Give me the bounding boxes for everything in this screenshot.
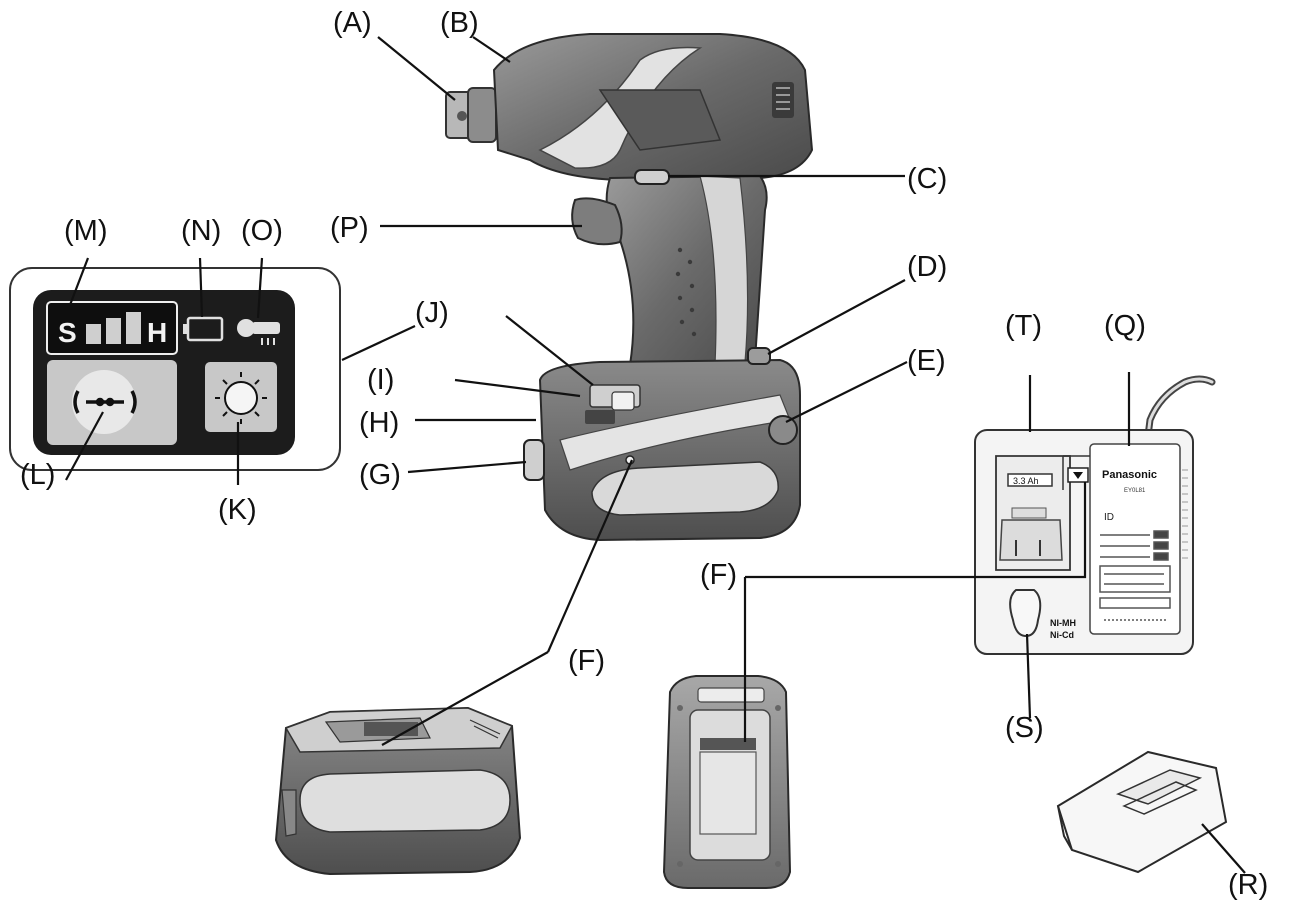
label-f-charger: (F) [700, 559, 737, 591]
torque-bar-1 [86, 324, 101, 344]
label-m: (M) [64, 215, 107, 247]
torque-bar-3 [126, 312, 141, 344]
label-l: (L) [20, 459, 55, 491]
label-j: (J) [415, 297, 449, 329]
label-f-battery: (F) [568, 645, 605, 677]
label-t: (T) [1005, 310, 1042, 342]
rear-vents [772, 82, 794, 118]
charger-model: EY0L81 [1124, 488, 1146, 494]
battery-release-button [524, 440, 544, 480]
label-i: (I) [367, 364, 394, 396]
label-s: (S) [1005, 712, 1044, 744]
led-light [769, 416, 797, 444]
slot-rating: 3.3 Ah [1013, 476, 1039, 486]
charger-id-mark: ID [1104, 512, 1114, 523]
label-o: (O) [241, 215, 283, 247]
torque-bar-2 [106, 318, 121, 344]
label-e: (E) [907, 345, 946, 377]
square-drive-anvil [446, 88, 496, 142]
battery-cover [1058, 752, 1226, 872]
charger-brand: Panasonic [1102, 469, 1157, 481]
slot-type-2: Ni-Cd [1050, 630, 1074, 640]
label-a: (A) [333, 7, 372, 39]
label-c: (C) [907, 163, 947, 195]
label-h: (H) [359, 407, 399, 439]
battery-charger: Panasonic EY0L81 ID 3.3 Ah NI-MH Ni-Cd [975, 379, 1212, 654]
trigger-switch [572, 198, 622, 244]
reverse-lever [635, 170, 669, 184]
label-b: (B) [440, 7, 479, 39]
slot-type-1: NI-MH [1050, 618, 1076, 628]
label-g: (G) [359, 459, 401, 491]
battery-alignment-mark [700, 738, 756, 750]
label-p: (P) [330, 212, 369, 244]
label-r: (R) [1228, 869, 1268, 901]
belt-clip-knob [748, 348, 770, 364]
label-k: (K) [218, 494, 257, 526]
hard-mode-letter: H [147, 317, 167, 348]
battery-pack-top [664, 676, 790, 888]
soft-mode-letter: S [58, 317, 77, 348]
battery-pack-iso [276, 708, 520, 874]
label-q: (Q) [1104, 310, 1146, 342]
label-d: (D) [907, 251, 947, 283]
battery-window-iso [300, 770, 510, 832]
label-n: (N) [181, 215, 221, 247]
control-panel-inset: S H [10, 268, 340, 470]
